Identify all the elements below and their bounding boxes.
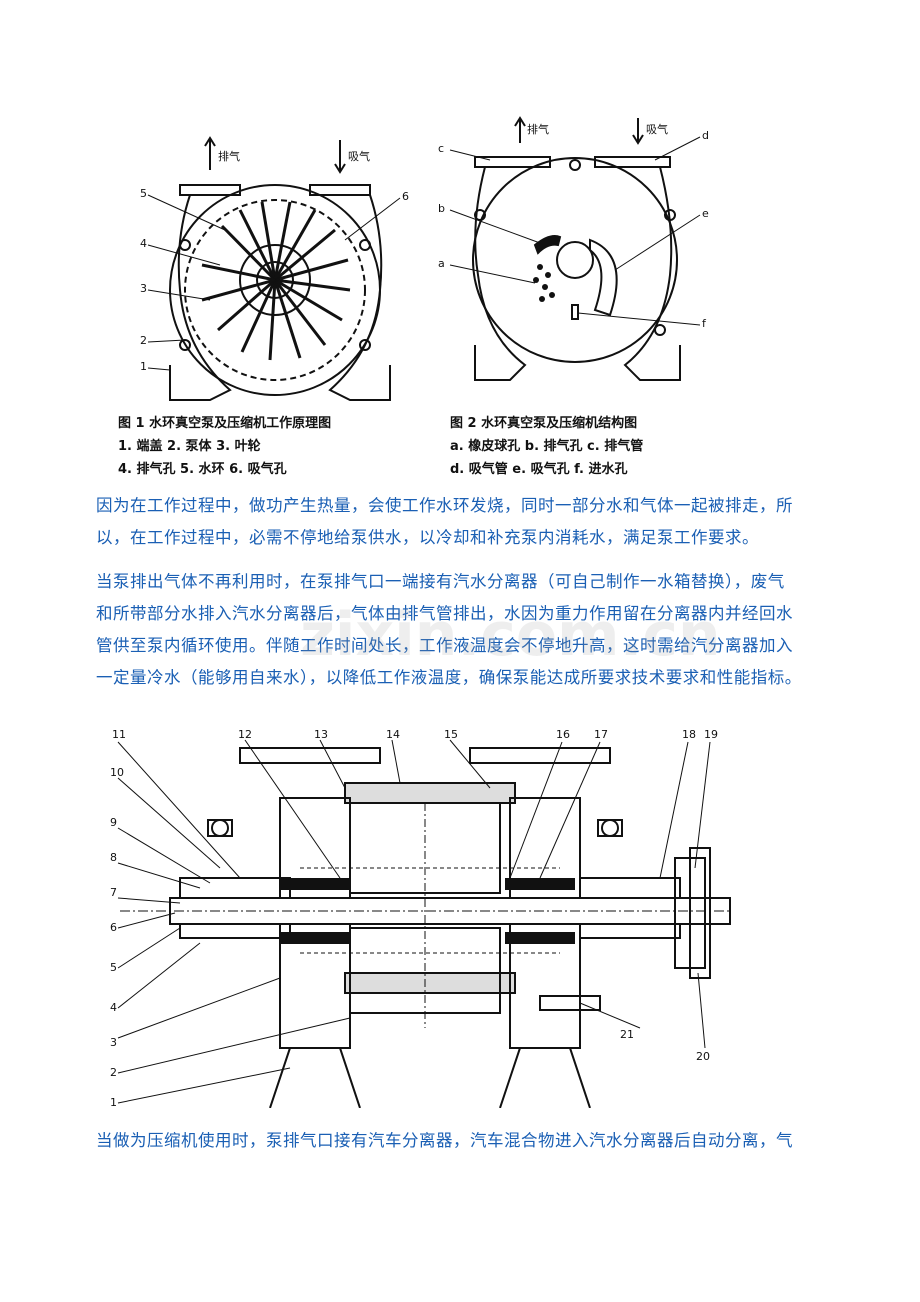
fig2-caption-line1: a. 橡皮球孔 b. 排气孔 c. 排气管 (450, 439, 644, 454)
fig2-label-b: b (438, 202, 445, 215)
fig1-label-4: 4 (140, 237, 147, 250)
fig3-label-6: 6 (110, 921, 117, 934)
fig2-label-c: c (438, 142, 444, 155)
fig3-label-19: 19 (704, 728, 718, 741)
fig2-exhaust-label: 排气 (527, 122, 549, 136)
text-line: 管供至泵内循环使用。伴随工作时间处长，工作液温度会不停地升高，这时需给汽分离器加… (96, 636, 793, 655)
figure-2-structure: c d b e a f 排气 吸气 (438, 116, 709, 381)
fig2-caption-line2: d. 吸气管 e. 吸气孔 f. 进水孔 (450, 462, 628, 477)
paragraph-compressor: 当做为压缩机使用时，泵排气口接有汽车分离器，汽车混合物进入汽水分离器后自动分离，… (96, 1125, 856, 1157)
text-line: 一定量冷水（能够用自来水），以降低工作液温度，确保泵能达成所要求技术要求和性能指… (96, 668, 802, 687)
fig3-label-3: 3 (110, 1036, 117, 1049)
text-line: 因为在工作过程中，做功产生热量，会使工作水环发烧，同时一部分水和气体一起被排走，… (96, 496, 793, 515)
paragraph-separator: 当泵排出气体不再利用时，在泵排气口一端接有汽水分离器（可自己制作一水箱替换），废… (96, 566, 856, 694)
text-line: 以，在工作过程中，必需不停地给泵供水，以冷却和补充泵内消耗水，满足泵工作要求。 (96, 528, 759, 547)
fig1-label-6: 6 (402, 190, 409, 203)
fig3-label-10: 10 (110, 766, 124, 779)
fig2-caption-title: 图 2 水环真空泵及压缩机结构图 (450, 416, 638, 431)
fig2-suction-label: 吸气 (646, 122, 668, 136)
fig1-label-3: 3 (140, 282, 147, 295)
fig1-label-2: 2 (140, 334, 147, 347)
watermark: zixin.com.cn (300, 600, 721, 670)
fig2-label-a: a (438, 257, 445, 270)
fig3-label-20: 20 (696, 1050, 710, 1063)
fig2-label-e: e (702, 207, 709, 220)
fig1-caption-line2: 4. 排气孔 5. 水环 6. 吸气孔 (118, 462, 287, 477)
text-line: 和所带部分水排入汽水分离器后，气体由排气管排出，水因为重力作用留在分离器内并经回… (96, 604, 793, 623)
fig1-label-1: 1 (140, 360, 147, 373)
fig3-label-18: 18 (682, 728, 696, 741)
fig3-label-13: 13 (314, 728, 328, 741)
text-line: 当做为压缩机使用时，泵排气口接有汽车分离器，汽车混合物进入汽水分离器后自动分离，… (96, 1131, 793, 1150)
fig3-label-12: 12 (238, 728, 252, 741)
paragraph-cooling: 因为在工作过程中，做功产生热量，会使工作水环发烧，同时一部分水和气体一起被排走，… (96, 490, 856, 554)
fig3-label-4: 4 (110, 1001, 117, 1014)
fig1-caption-line1: 1. 端盖 2. 泵体 3. 叶轮 (118, 439, 261, 454)
fig3-label-7: 7 (110, 886, 117, 899)
fig3-label-17: 17 (594, 728, 608, 741)
figure-1-working-principle: 5 6 4 3 2 1 排气 吸气 (140, 136, 409, 401)
fig2-label-f: f (702, 317, 707, 330)
figure-3-cross-section: 11 12 13 14 15 16 17 18 19 10 9 8 7 6 5 … (110, 728, 731, 1108)
fig1-suction-label: 吸气 (348, 149, 370, 163)
fig3-label-8: 8 (110, 851, 117, 864)
fig3-label-16: 16 (556, 728, 570, 741)
fig2-label-d: d (702, 129, 709, 142)
fig1-caption-title: 图 1 水环真空泵及压缩机工作原理图 (118, 416, 332, 431)
fig3-label-5: 5 (110, 961, 117, 974)
fig3-label-14: 14 (386, 728, 400, 741)
fig3-label-1: 1 (110, 1096, 117, 1108)
fig3-label-9: 9 (110, 816, 117, 829)
fig3-label-21: 21 (620, 1028, 634, 1041)
fig3-label-2: 2 (110, 1066, 117, 1079)
fig1-label-5: 5 (140, 187, 147, 200)
fig1-exhaust-label: 排气 (218, 149, 240, 163)
fig3-label-11: 11 (112, 728, 126, 741)
text-line: 当泵排出气体不再利用时，在泵排气口一端接有汽水分离器（可自己制作一水箱替换），废… (96, 572, 785, 591)
fig3-label-15: 15 (444, 728, 458, 741)
